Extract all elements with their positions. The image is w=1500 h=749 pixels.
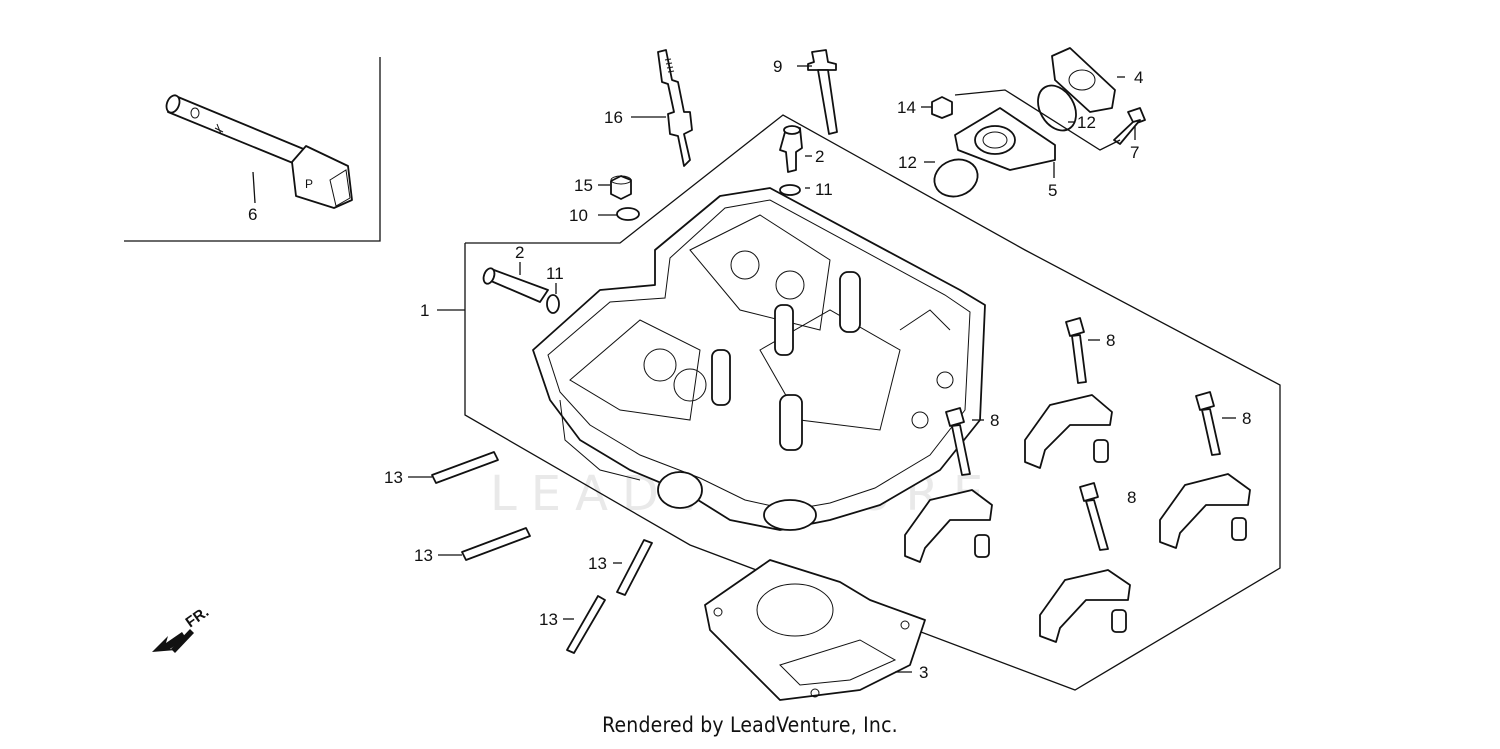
callout-8-a: 8 xyxy=(1106,331,1115,350)
footer-credit: Rendered by LeadVenture, Inc. xyxy=(602,713,898,737)
callout-11-lower: 11 xyxy=(546,264,564,283)
part-2-upper-bolt xyxy=(779,125,803,173)
callout-12-upper: 12 xyxy=(1077,113,1096,132)
callout-8-c: 8 xyxy=(1242,409,1251,428)
leader-lines xyxy=(408,65,1236,673)
part-13-stud-b xyxy=(461,527,531,561)
callout-8-d: 8 xyxy=(1127,488,1136,507)
callout-10: 10 xyxy=(569,206,588,225)
callout-2-lower: 2 xyxy=(515,243,524,262)
svg-text:P: P xyxy=(305,177,313,191)
part-8-bolt-a xyxy=(1065,317,1087,384)
callout-11-upper: 11 xyxy=(815,180,833,199)
callout-13-a: 13 xyxy=(384,468,403,487)
callout-labels: 1 2 2 3 4 5 6 7 8 8 8 8 9 10 11 11 12 12… xyxy=(248,57,1251,682)
tool-inset: P xyxy=(124,57,381,242)
callout-6: 6 xyxy=(248,205,257,224)
part-11-upper-washer xyxy=(779,184,801,196)
part-11-lower-washer xyxy=(546,294,560,314)
part-7-bolt xyxy=(1113,107,1146,145)
callout-4: 4 xyxy=(1134,68,1143,87)
part-13-stud-d xyxy=(566,595,606,654)
callout-13-c: 13 xyxy=(588,554,607,573)
assembly-outline xyxy=(464,114,1281,691)
part-13-stud-a xyxy=(431,451,499,484)
front-direction-arrow: FR. xyxy=(152,603,212,653)
part-8-bolt-c xyxy=(1195,391,1221,456)
callout-1: 1 xyxy=(420,301,429,320)
callout-13-d: 13 xyxy=(539,610,558,629)
part-10-washer xyxy=(616,207,640,221)
spark-plug-wrench: P xyxy=(165,94,353,209)
camshaft-holder-d xyxy=(1039,569,1131,643)
callout-9: 9 xyxy=(773,57,782,76)
callout-14: 14 xyxy=(897,98,916,117)
part-8-bolt-b xyxy=(945,407,971,476)
part-5-insulator xyxy=(954,107,1056,171)
camshaft-holder-c xyxy=(1159,473,1251,549)
callout-15: 15 xyxy=(574,176,593,195)
part-2-lower-bolt xyxy=(482,267,549,303)
callout-3: 3 xyxy=(919,663,928,682)
callout-8-b: 8 xyxy=(990,411,999,430)
part-8-bolt-d xyxy=(1079,482,1109,551)
part-15-cap-nut xyxy=(610,175,632,200)
callout-12-lower: 12 xyxy=(898,153,917,172)
fr-label: FR. xyxy=(183,603,213,631)
camshaft-holder-a xyxy=(1024,394,1113,469)
callout-5: 5 xyxy=(1048,181,1057,200)
part-9-flange-bolt xyxy=(807,49,838,135)
part-14-nut xyxy=(931,96,953,119)
camshaft-holder-b xyxy=(904,489,993,563)
callout-13-b: 13 xyxy=(414,546,433,565)
part-4-gasket xyxy=(1051,47,1116,113)
callout-7: 7 xyxy=(1130,143,1139,162)
cylinder-head xyxy=(532,187,986,531)
callout-16: 16 xyxy=(604,108,623,127)
part-16-spark-plug xyxy=(657,49,693,167)
part-13-stud-c xyxy=(616,539,653,596)
callout-2-upper: 2 xyxy=(815,147,824,166)
part-12-upper-o-ring xyxy=(1037,84,1077,132)
part-3-base-gasket xyxy=(704,559,926,701)
part-12-lower-o-ring xyxy=(933,158,979,198)
